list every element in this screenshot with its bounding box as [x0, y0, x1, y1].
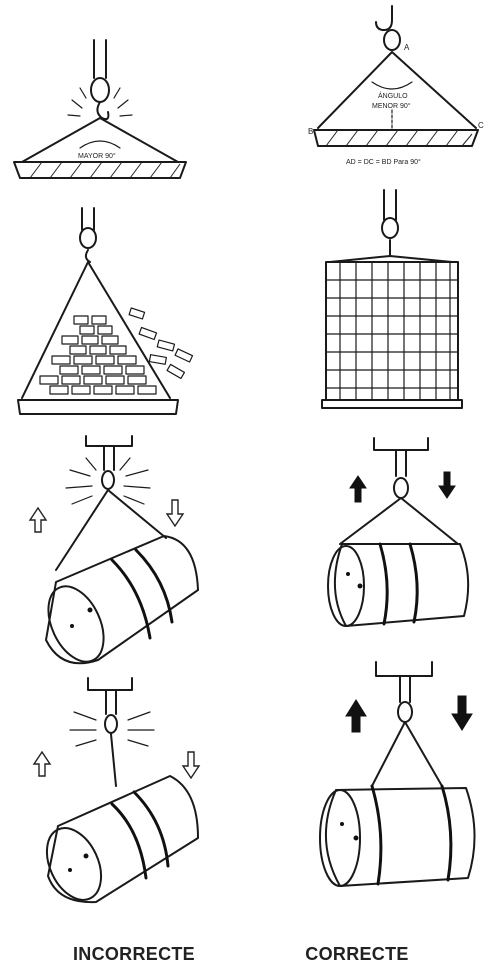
hook-icon — [102, 471, 114, 489]
up-outline-arrow-icon — [30, 508, 46, 532]
point-a-label: A — [404, 43, 410, 52]
angle-label: MAYOR 90° — [78, 152, 116, 160]
correct-drum-lift-2 — [320, 662, 475, 886]
brick-cage — [326, 262, 458, 400]
drum — [36, 776, 198, 909]
angle-formula: AD = DC = BD Para 90° — [346, 158, 421, 166]
hook-icon — [91, 78, 109, 102]
point-b-label: B — [308, 127, 313, 136]
stress-burst-icon — [66, 458, 150, 504]
angle-line-1: ÁNGULO — [378, 91, 408, 100]
point-c-label: C — [478, 121, 484, 130]
incorrect-drum-lift-1 — [30, 436, 198, 670]
incorrect-wide-angle-sling: MAYOR 90° — [14, 40, 186, 178]
correct-caged-bricks-load — [322, 190, 462, 408]
drum — [320, 786, 475, 886]
incorrect-drum-lift-2 — [34, 678, 199, 909]
incorrect-loose-bricks-load — [18, 208, 193, 414]
correct-caption: CORRECTE — [292, 944, 422, 965]
angle-line-2: MENOR 90° — [372, 102, 411, 110]
hook-icon — [384, 30, 400, 50]
down-solid-arrow-icon — [452, 696, 472, 730]
incorrect-caption: INCORRECTE — [48, 944, 220, 965]
hook-icon — [398, 702, 412, 722]
correct-drum-lift-1 — [328, 438, 468, 626]
up-solid-arrow-icon — [346, 700, 366, 732]
up-outline-arrow-icon — [34, 752, 50, 776]
brick-pile — [40, 308, 193, 394]
down-outline-arrow-icon — [167, 500, 183, 526]
drum — [37, 536, 198, 670]
hook-icon — [382, 218, 398, 238]
hook-icon — [105, 715, 117, 733]
down-solid-arrow-icon — [439, 472, 455, 498]
hook-icon — [80, 228, 96, 248]
correct-narrow-angle-sling: A ÁNGULO MENOR 90° B C AD = DC = BD Para… — [308, 6, 484, 166]
down-outline-arrow-icon — [183, 752, 199, 778]
up-solid-arrow-icon — [350, 476, 366, 502]
hook-icon — [394, 478, 408, 498]
drum — [328, 544, 468, 626]
